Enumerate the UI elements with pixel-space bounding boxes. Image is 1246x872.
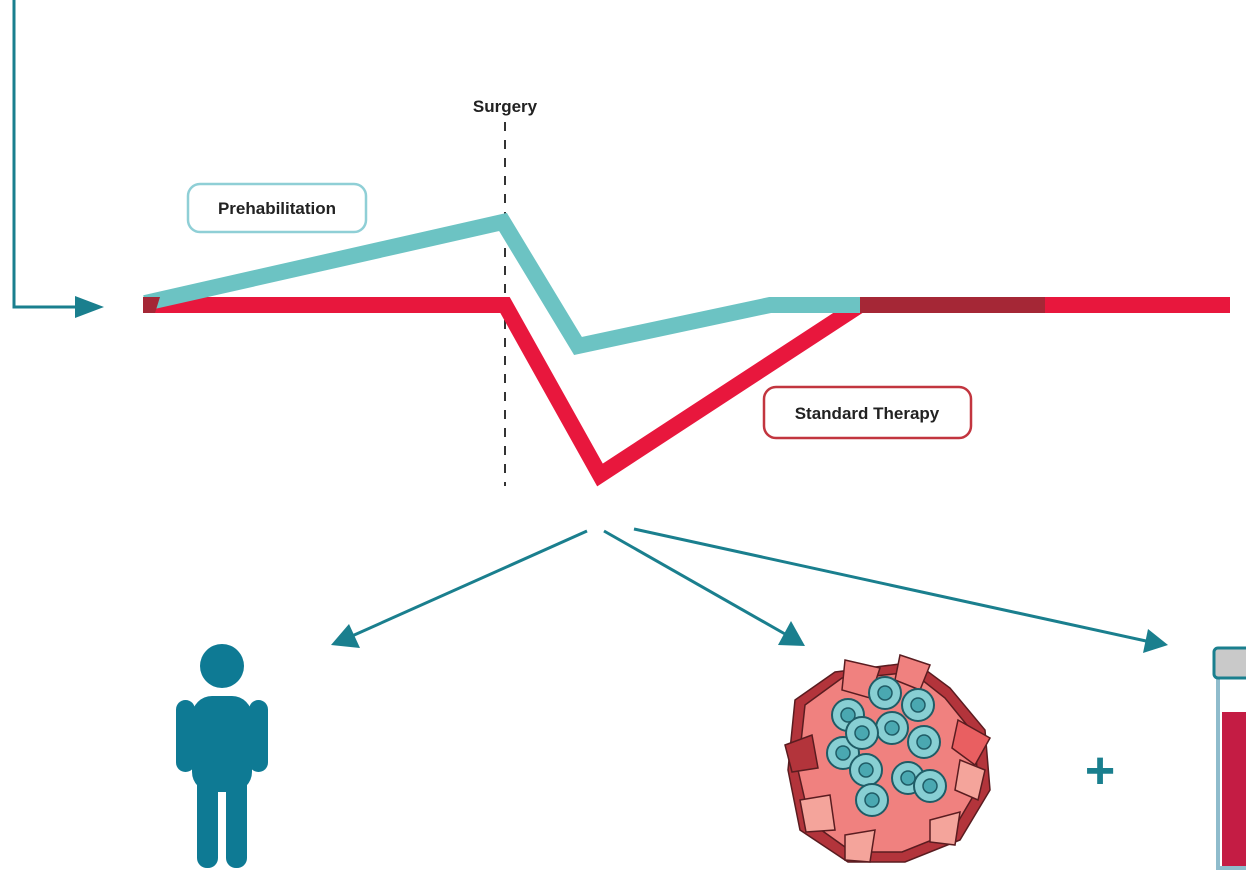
arrow-to-tumor-head (778, 621, 805, 646)
tumor-cells-icon (784, 654, 992, 863)
prehabilitation-line (143, 212, 860, 356)
surgery-label: Surgery (473, 97, 538, 116)
arrow-to-tumor (603, 529, 786, 636)
arrow-to-tube (633, 527, 1147, 643)
arrow-to-person (351, 529, 588, 638)
standard-therapy-label: Standard Therapy (795, 404, 940, 423)
plus-sign: + (1085, 742, 1115, 800)
overlap-start-mark (143, 297, 160, 313)
arrow-to-person-head (331, 624, 360, 648)
arrow-to-tube-head (1143, 629, 1168, 653)
branch-arrows (331, 527, 1168, 653)
person-icon (176, 644, 268, 868)
prehabilitation-label: Prehabilitation (218, 199, 336, 218)
prehabilitation-label-box: Prehabilitation (186, 182, 368, 234)
incoming-arrow (12, 0, 104, 318)
blood-tube-icon (1212, 646, 1246, 870)
standard-therapy-label-box: Standard Therapy (762, 385, 973, 440)
